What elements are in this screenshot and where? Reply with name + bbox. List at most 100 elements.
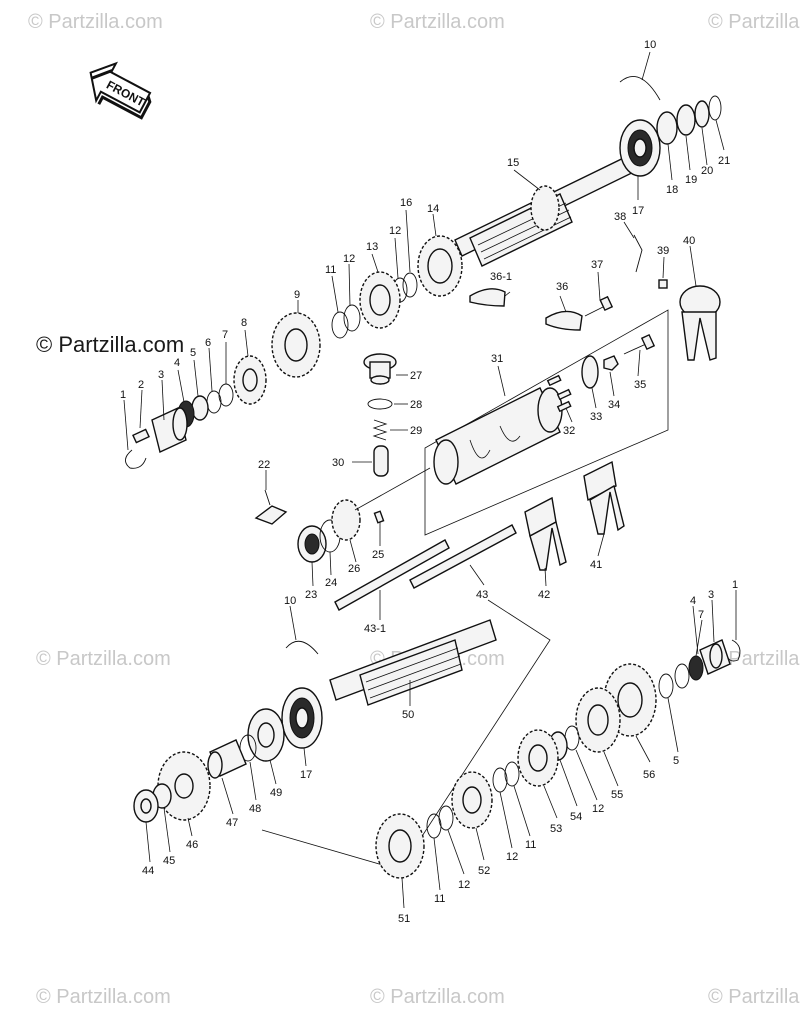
circlip-12b (343, 304, 361, 332)
callout-5b: 5 (673, 755, 679, 767)
callout-17b: 17 (300, 769, 312, 781)
callout-36-1: 36-1 (490, 271, 512, 283)
sprocket-46 (157, 751, 211, 821)
callout-1: 1 (120, 389, 126, 401)
bearing-17 (619, 119, 661, 177)
callout-31: 31 (491, 353, 503, 365)
plate-33 (581, 355, 599, 389)
callout-48: 48 (249, 803, 261, 815)
nut-34 (603, 355, 619, 371)
callout-43-1: 43-1 (364, 623, 386, 635)
watermark-bottom-right: © Partzilla.com (708, 986, 800, 1008)
ring-21 (708, 95, 722, 121)
upper-shaft-assembly (125, 76, 722, 469)
callout-40: 40 (683, 235, 695, 247)
watermark-bottom-center: © Partzilla.com (370, 986, 505, 1008)
callout-10b: 10 (284, 595, 296, 607)
callout-labels: 10 21 20 19 18 17 15 16 14 12 13 12 11 9… (120, 39, 738, 925)
callout-23: 23 (305, 589, 317, 601)
gear-55 (575, 687, 621, 753)
callout-18: 18 (666, 184, 678, 196)
gear-52 (451, 771, 493, 829)
neutral-switch-22 (254, 489, 288, 525)
gear-51 (375, 813, 425, 879)
watermark-mid-left-lower: © Partzilla.com (36, 648, 171, 670)
lower-shaft-assembly (133, 599, 741, 879)
callout-53: 53 (550, 823, 562, 835)
callout-11: 11 (325, 264, 336, 276)
callout-45: 45 (163, 855, 175, 867)
bolt-37 (584, 295, 614, 317)
callout-15: 15 (507, 157, 519, 169)
gear-9 (271, 312, 321, 378)
callout-12c: 12 (592, 803, 604, 815)
callout-44: 44 (142, 865, 154, 877)
pin-2 (132, 428, 150, 444)
bearing-20 (694, 100, 710, 128)
callout-12: 12 (343, 253, 355, 265)
callout-35: 35 (634, 379, 646, 391)
gear-8 (233, 355, 267, 405)
callout-3b: 3 (708, 589, 714, 601)
ring-6 (206, 390, 222, 414)
pin-39 (658, 279, 668, 289)
callout-12d: 12 (506, 851, 518, 863)
watermark-bottom-left: © Partzilla.com (36, 986, 171, 1008)
callout-47: 47 (226, 817, 238, 829)
callout-28: 28 (410, 399, 422, 411)
callout-43: 43 (476, 589, 488, 601)
callout-36: 36 (556, 281, 568, 293)
gear-13 (359, 271, 401, 329)
washer-5b (658, 673, 674, 699)
pin-38 (633, 234, 643, 273)
callout-7b: 7 (698, 609, 704, 621)
washer-16 (402, 272, 418, 298)
callout-20: 20 (701, 165, 713, 177)
o-ring-28 (367, 398, 393, 410)
shift-fork-42 (524, 496, 567, 571)
callout-1b: 1 (732, 579, 738, 591)
callout-25: 25 (372, 549, 384, 561)
watermark-top-right: © Partzilla.com (708, 11, 800, 33)
callout-42: 42 (538, 589, 550, 601)
callout-16: 16 (400, 197, 412, 209)
shift-fork-40 (679, 285, 721, 361)
pin-30 (373, 445, 389, 477)
shaft-gear (530, 185, 560, 231)
shift-rod-43 (409, 524, 517, 589)
callout-11b: 11 (525, 839, 536, 851)
nut-44 (133, 789, 159, 823)
bearing-17b (281, 687, 323, 749)
callout-17: 17 (632, 205, 644, 217)
callout-22: 22 (258, 459, 270, 471)
washer-7b (674, 663, 690, 689)
callout-50: 50 (402, 709, 414, 721)
callout-46: 46 (186, 839, 198, 851)
callout-7: 7 (222, 329, 228, 341)
pin-32a (556, 388, 572, 401)
circlip-10 (619, 76, 661, 101)
callout-37: 37 (591, 259, 603, 271)
leader-lines (123, 51, 737, 909)
callout-52: 52 (478, 865, 490, 877)
callout-41: 41 (590, 559, 602, 571)
callout-8: 8 (241, 317, 247, 329)
shift-fork-41 (583, 460, 625, 535)
circlip-1a (125, 449, 147, 469)
callout-54: 54 (570, 811, 582, 823)
bearing-5 (191, 395, 209, 421)
callout-55: 55 (611, 789, 623, 801)
callout-14: 14 (427, 203, 439, 215)
gear-53 (517, 729, 559, 787)
cam-26 (331, 499, 361, 541)
callout-34: 34 (608, 399, 620, 411)
gear-14 (417, 235, 463, 297)
callout-12e: 12 (458, 879, 470, 891)
watermark-mid-left: © Partzilla.com (36, 332, 184, 357)
callout-19: 19 (685, 174, 697, 186)
callout-51: 51 (398, 913, 410, 925)
callout-26: 26 (348, 563, 360, 575)
callout-38: 38 (614, 211, 626, 223)
circlip-12d (492, 767, 508, 793)
